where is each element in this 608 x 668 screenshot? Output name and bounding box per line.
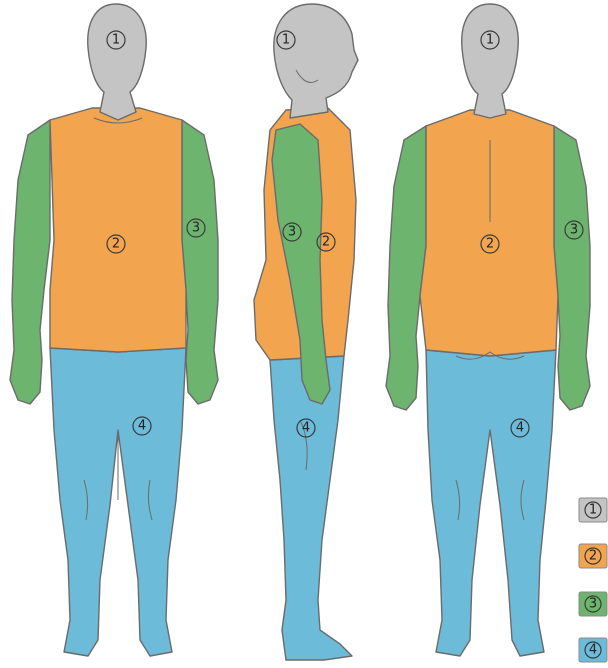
back-arm-right [554,126,590,410]
svg-text:4: 4 [516,421,524,436]
svg-text:2: 2 [112,237,120,252]
back-head [462,4,519,118]
side-figure [254,4,358,660]
legend-item-2: 2 [579,544,607,568]
back-legs [426,350,556,656]
svg-text:4: 4 [589,643,597,658]
legend-item-1: 1 [579,498,607,522]
side-head [274,4,358,118]
svg-text:3: 3 [288,225,296,240]
svg-text:1: 1 [282,33,290,48]
front-head [88,4,146,120]
svg-text:4: 4 [138,419,146,434]
svg-text:3: 3 [570,223,578,238]
legend-item-4: 4 [579,638,607,662]
back-arm-left [386,126,426,410]
legend-item-3: 3 [579,592,607,616]
svg-text:2: 2 [589,549,597,564]
front-arm-right [182,120,218,404]
svg-text:1: 1 [486,33,494,48]
svg-text:2: 2 [322,235,330,250]
front-figure [10,4,218,656]
back-figure [386,4,590,656]
front-arm-left [10,120,50,404]
svg-text:1: 1 [589,503,597,518]
svg-text:3: 3 [192,221,200,236]
front-trunk [50,108,186,352]
svg-text:3: 3 [589,597,597,612]
side-legs [270,356,352,660]
svg-text:2: 2 [486,237,494,252]
front-legs [50,348,186,656]
svg-text:4: 4 [302,421,310,436]
back-trunk [420,110,558,356]
svg-text:1: 1 [112,33,120,48]
legend: 1 2 3 4 [579,498,607,662]
